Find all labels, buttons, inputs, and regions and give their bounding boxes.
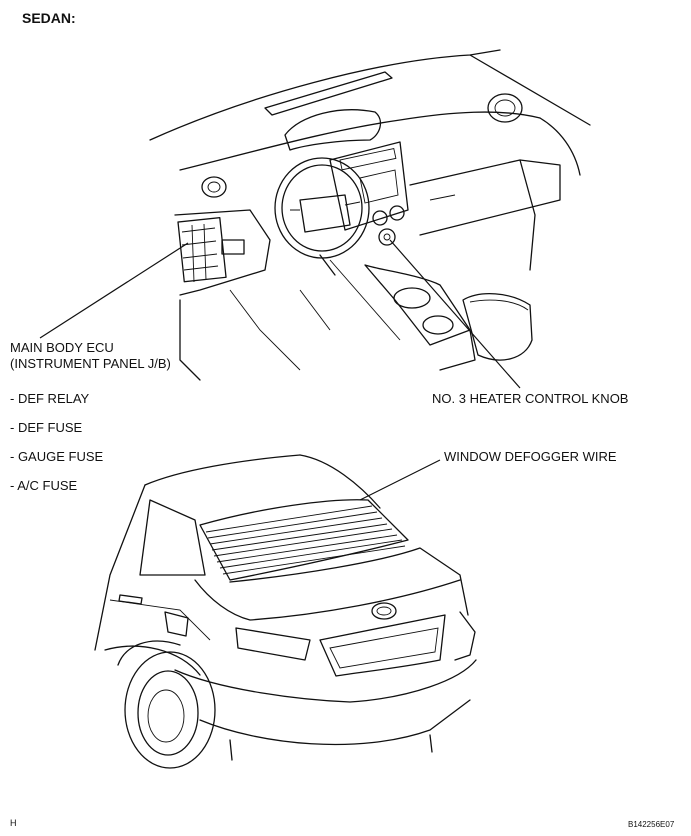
sedan-rear-drawing: [94, 454, 477, 769]
gauge-fuse-item: - GAUGE FUSE: [10, 449, 104, 464]
leader-main-body-ecu: [39, 242, 189, 339]
ac-fuse-item: - A/C FUSE: [10, 478, 78, 493]
page-mark: H: [10, 818, 17, 828]
instrument-panel-jb-label: (INSTRUMENT PANEL J/B): [10, 356, 171, 371]
heater-control-knob-label: NO. 3 HEATER CONTROL KNOB: [432, 391, 629, 406]
defogger-grid: [205, 505, 406, 575]
def-fuse-item: - DEF FUSE: [10, 420, 83, 435]
def-relay-item: - DEF RELAY: [10, 391, 90, 406]
leader-defogger-wire: [359, 459, 441, 501]
leader-heater-knob: [389, 239, 521, 389]
window-defogger-wire-label: WINDOW DEFOGGER WIRE: [444, 449, 617, 464]
figure-code: B142256E07: [628, 820, 675, 829]
sedan-title: SEDAN:: [22, 10, 76, 26]
dashboard-drawing: [149, 49, 591, 381]
main-body-ecu-label: MAIN BODY ECU: [10, 340, 114, 355]
